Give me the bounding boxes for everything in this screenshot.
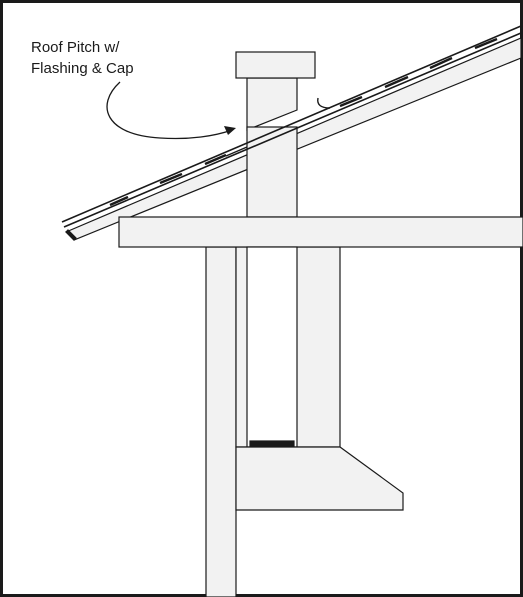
flashing-right — [317, 97, 331, 109]
roof-shingles — [61, 25, 522, 228]
duct-lower — [246, 246, 298, 448]
shingle-mark — [204, 153, 227, 166]
flashing — [225, 97, 331, 157]
flashing-left — [225, 146, 248, 157]
vent-pipe-inner — [246, 126, 298, 218]
shingle-mark — [159, 172, 183, 185]
callout-arrow-line — [106, 81, 233, 140]
rain-cap — [235, 51, 316, 79]
shingle-mark — [384, 75, 409, 89]
eave-fascia — [65, 229, 77, 241]
shingle-mark — [429, 56, 453, 70]
roof-underlayment-line — [63, 32, 522, 228]
shingle-mark — [109, 195, 129, 207]
range-hood — [235, 446, 404, 511]
wall-post — [205, 246, 237, 597]
callout-leader — [106, 81, 233, 140]
shingle-mark — [474, 37, 498, 50]
ceiling-beam — [118, 216, 523, 248]
callout-arrowhead-icon — [224, 126, 236, 135]
callout-label-line2: Flashing & Cap — [31, 60, 134, 77]
duct-collar — [249, 440, 295, 447]
callout-label-line1: Roof Pitch w/ — [31, 39, 120, 56]
roof-top-line — [61, 25, 522, 223]
shingle-mark — [339, 95, 363, 108]
